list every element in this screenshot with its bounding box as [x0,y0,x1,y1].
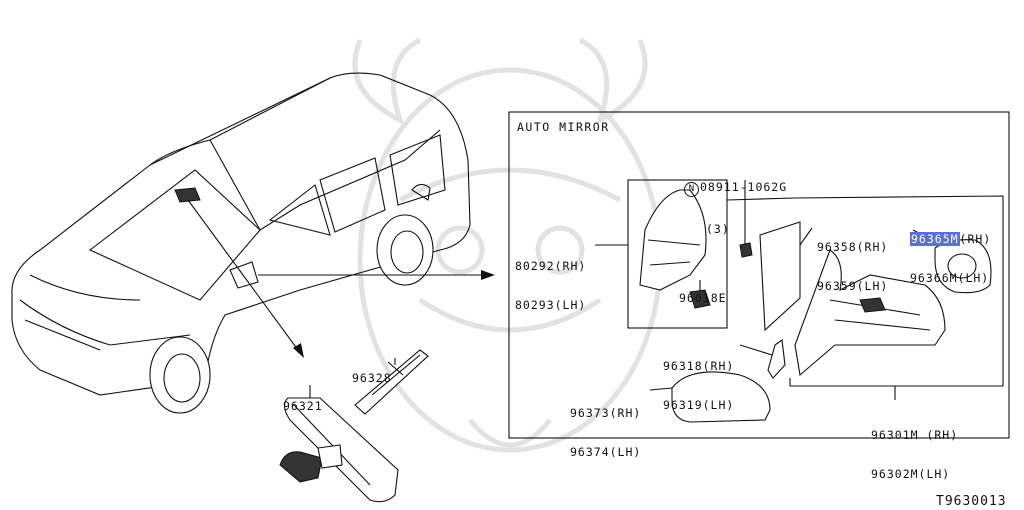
highlighted-part-number: 96365M [910,232,960,246]
base-plate-96358 [759,221,801,332]
part-number: 08911-1062G [700,180,788,194]
part-rh: 96301M (RH) [871,428,959,442]
box-title: AUTO MIRROR [517,120,610,134]
part-label: 96018E [679,291,727,305]
part-96373[interactable]: 96373(RH) 96374(LH) [570,381,641,472]
inset-box-96301 [726,195,1004,387]
part-96301[interactable]: 96301M (RH) 96302M(LH) [871,403,958,494]
part-lh: 80293(LH) [515,298,587,312]
part-rh-suffix: (RH) [959,232,992,246]
mirror-cap-96373 [671,371,771,423]
car-illustration [11,72,471,414]
n-badge-icon: N [684,182,699,197]
part-rh: 96358(RH) [817,240,889,254]
part-label: 96321 [283,399,323,413]
inset-box-80292 [627,179,728,329]
part-rh: 96373(RH) [570,406,642,420]
part-lh: 96302M(LH) [871,467,951,481]
part-qty: (3) [706,222,730,236]
mirror-cover-96365 [934,239,992,294]
part-lh: 96366M(LH) [910,271,990,285]
part-96018[interactable]: 96018E [679,266,727,318]
part-80292[interactable]: 80292(RH) 80293(LH) [515,234,586,325]
rearview-mirror [279,385,399,503]
mirror-motor-96018 [689,289,711,309]
leader-lines [394,180,951,400]
auto-mirror-box [508,111,1010,439]
part-96321[interactable]: 96321 [283,374,323,426]
mirror-housing-96301 [794,249,946,377]
part-96318[interactable]: 96318(RH) 96319(LH) [663,334,734,425]
part-rh: 96318(RH) [663,359,735,373]
part-96328[interactable]: 96328 [352,346,392,398]
part-label: 96328 [352,371,392,385]
part-lh: 96319(LH) [663,398,735,412]
part-lh: 96359(LH) [817,279,889,293]
part-rh: 80292(RH) [515,259,587,273]
diagram-code: T9630013 [936,494,1007,509]
part-lh: 96374(LH) [570,445,642,459]
part-96365[interactable]: 96365M(RH) 96366M(LH) [910,207,991,298]
seal-96318 [767,339,786,379]
part-96358[interactable]: 96358(RH) 96359(LH) [817,215,888,306]
bracket [354,349,429,415]
arrows [187,199,495,358]
nut-08911 [739,242,753,258]
